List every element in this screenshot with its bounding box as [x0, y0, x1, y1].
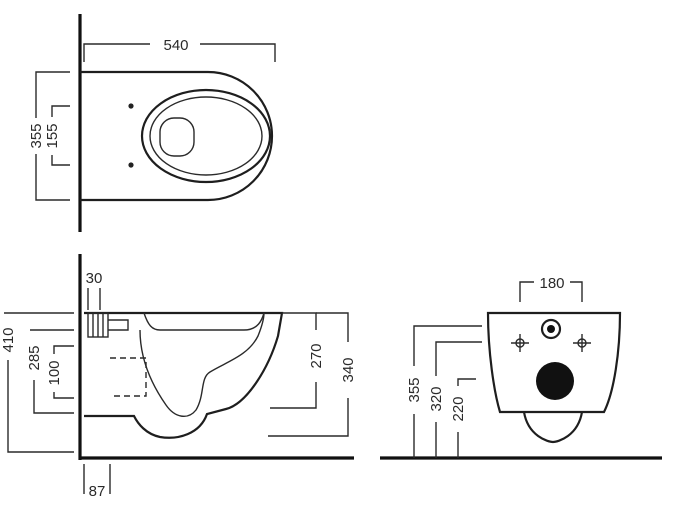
dim-label-100: 100 [46, 360, 63, 385]
dim-line-340-top [316, 312, 349, 342]
front-view: 180 355 320 220 [380, 275, 662, 460]
dim-label-front-320: 320 [428, 386, 445, 411]
front-view-bowl-base [522, 411, 584, 444]
dim-line-285-bottom [33, 380, 74, 414]
top-view: 540 355 155 [28, 14, 276, 232]
side-view-outlet-hidden [110, 357, 147, 397]
dim-line-270-bottom [270, 382, 317, 409]
side-view-flush-inlet [108, 319, 129, 331]
dim-line-540-right [200, 43, 276, 62]
dim-line-100-top [53, 345, 74, 354]
side-view-trap-profile [139, 312, 265, 417]
top-view-drain [159, 117, 195, 157]
dim-line-100-bottom [53, 392, 74, 399]
dim-label-540: 540 [163, 37, 188, 54]
dim-label-285: 285 [26, 345, 43, 370]
side-view-bowl-outline [84, 311, 284, 439]
front-view-bowl-outline [486, 311, 622, 414]
dim-line-540-left [83, 43, 150, 62]
dim-label-87: 87 [89, 483, 106, 500]
top-view-rim-outer [140, 88, 272, 184]
top-view-rim-inner [149, 96, 263, 176]
dim-label-410: 410 [0, 327, 17, 352]
front-view-fixing-bolt-right [573, 334, 591, 352]
dim-line-155-top [51, 105, 70, 117]
front-view-flush-inlet-outer [540, 318, 562, 340]
dim-label-30: 30 [86, 270, 103, 287]
dim-label-front-220: 220 [450, 396, 467, 421]
dim-line-340-bottom [268, 398, 349, 437]
top-view-fixing-hole-upper [128, 103, 134, 109]
dim-label-155: 155 [44, 123, 61, 148]
dim-line-155-bottom [51, 155, 70, 166]
front-view-flush-inlet-inner [547, 325, 555, 333]
dim-label-355-top: 355 [28, 123, 45, 148]
dim-line-180-right [570, 281, 583, 302]
dim-line-355-top [35, 71, 70, 118]
front-view-outlet [536, 362, 574, 400]
dim-label-180: 180 [539, 275, 564, 292]
front-view-fixing-bolt-left [511, 334, 529, 352]
dim-line-355-bottom [35, 154, 70, 201]
dim-line-180-left [519, 281, 534, 302]
side-view-rim-profile [143, 312, 265, 331]
dim-label-front-355: 355 [406, 377, 423, 402]
top-view-fixing-hole-lower [128, 162, 134, 168]
dim-label-270: 270 [308, 343, 325, 368]
dim-line-front-355-top [413, 325, 482, 366]
dim-label-340: 340 [340, 357, 357, 382]
dim-line-front-320-top [435, 341, 482, 376]
dim-line-270-top [282, 312, 317, 330]
dim-line-front-220-top [457, 378, 476, 386]
dim-line-410-bottom [7, 360, 74, 453]
top-view-bowl-outline [80, 70, 274, 202]
side-view: 30 410 285 100 270 340 87 [0, 254, 357, 500]
